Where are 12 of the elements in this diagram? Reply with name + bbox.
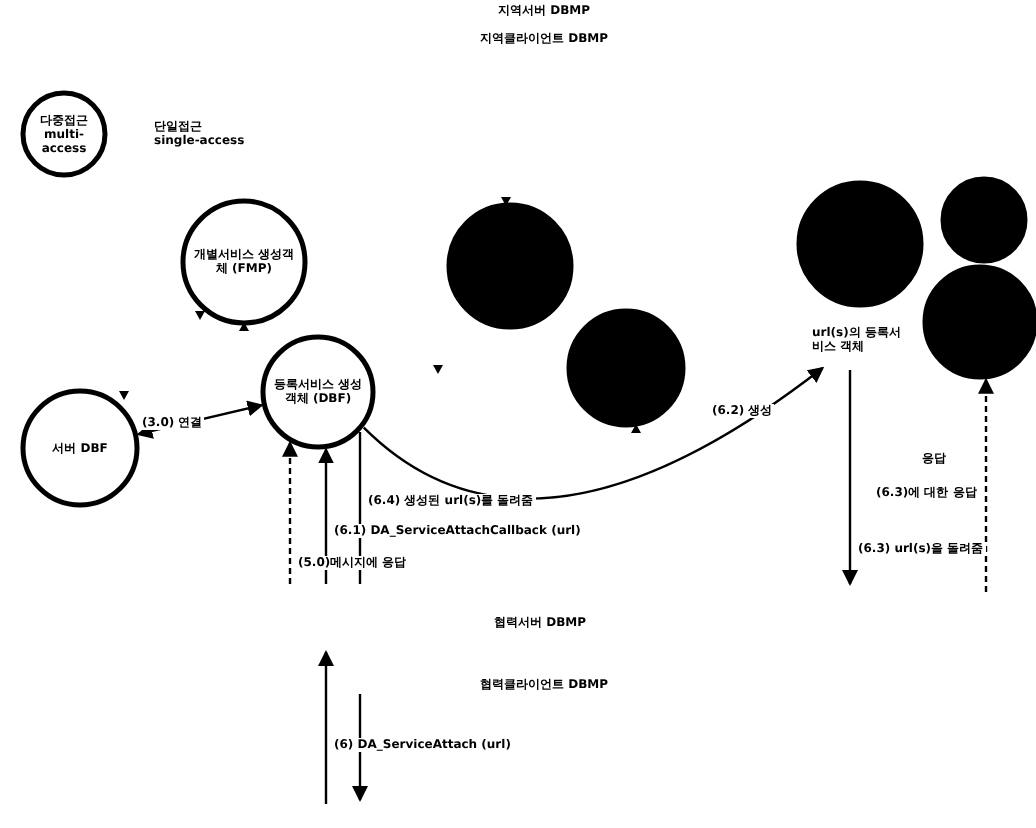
arrow [318,447,334,584]
legend-circle [20,90,108,178]
filled-circle [940,176,1028,264]
filled-circle [796,180,924,308]
service-circle [180,198,308,326]
arrow [842,370,858,586]
arrow [282,440,298,584]
service-circle [20,388,140,508]
arrow [978,377,994,592]
filled-circle [446,202,574,330]
filled-circle [566,308,686,428]
service-circle [260,334,376,450]
